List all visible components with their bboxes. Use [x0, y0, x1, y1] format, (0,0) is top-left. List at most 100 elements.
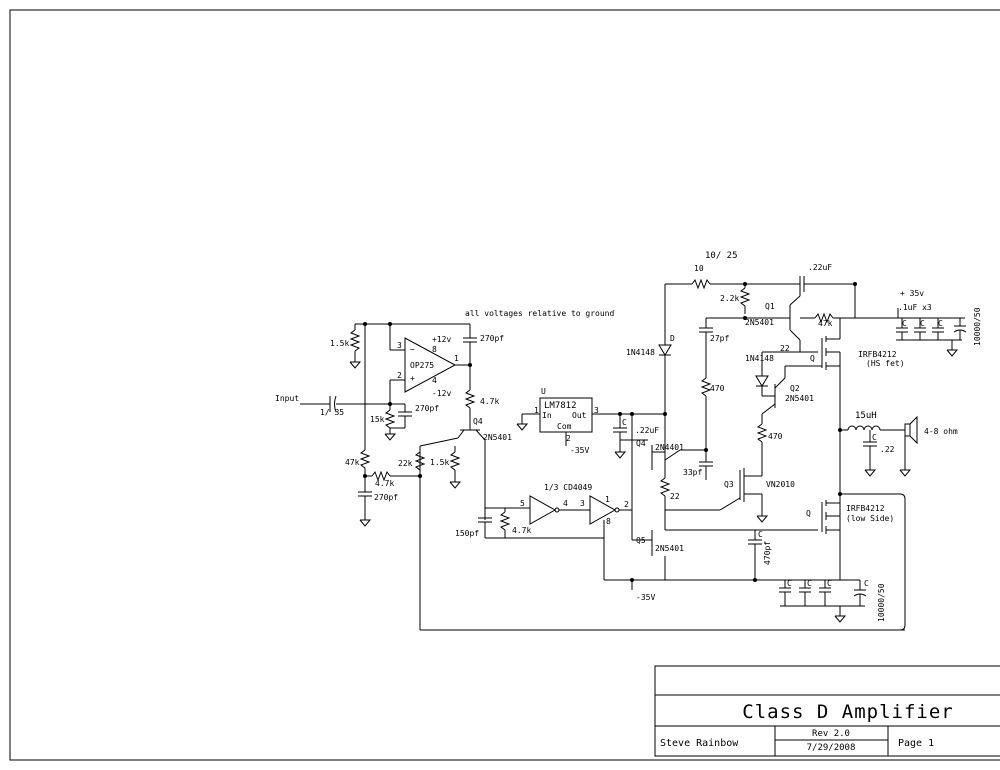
svg-text:VN2010: VN2010: [766, 480, 795, 489]
svg-text:OP275: OP275: [410, 361, 434, 370]
svg-text:C: C: [807, 579, 812, 588]
inductor-15uh: [847, 425, 881, 431]
svg-text:+12v: +12v: [432, 335, 451, 344]
svg-text:C: C: [938, 319, 943, 328]
sheet-border: [9, 9, 1000, 761]
svg-text:Com: Com: [557, 422, 572, 431]
low-side-stage: Q IRFB4212 (low Side): [750, 492, 906, 631]
svg-text:1N4148: 1N4148: [626, 348, 655, 357]
svg-text:15uH: 15uH: [855, 411, 877, 421]
svg-text:27pf: 27pf: [710, 334, 729, 343]
svg-text:10: 10: [694, 264, 704, 273]
negative-rail-caps: C C C C 10000/50: [779, 579, 886, 623]
svg-text:+: +: [410, 374, 415, 383]
inverter-cd4049: 1/3 CD4049 5 4 3 1 2 8 -35V 150pf 4.7k: [455, 483, 860, 602]
svg-text:U: U: [541, 387, 546, 396]
resistor-4-7k: [371, 470, 391, 482]
svg-text:47k: 47k: [818, 319, 833, 328]
resistor-47k: [359, 449, 371, 469]
svg-text:10000/50: 10000/50: [877, 583, 886, 622]
resistor-15k: [384, 409, 396, 429]
svg-text:D: D: [670, 334, 675, 343]
resistor-1-5k: [349, 329, 361, 352]
page-number: Page 1: [898, 738, 934, 749]
svg-text:10/ 25: 10/ 25: [705, 251, 738, 261]
revision: Rev 2.0: [812, 729, 850, 739]
svg-text:2N5401: 2N5401: [483, 433, 512, 442]
svg-text:C: C: [902, 319, 907, 328]
svg-text:22: 22: [670, 492, 680, 501]
svg-text:2: 2: [624, 500, 629, 509]
svg-text:4.7k: 4.7k: [375, 479, 394, 488]
svg-text:Q: Q: [810, 354, 815, 363]
svg-text:C: C: [872, 433, 877, 442]
positive-rail-caps: + 35v .1uF x3 C C C 10000/50: [855, 289, 982, 357]
opamp-op275: [404, 337, 457, 393]
svg-text:IRFB4212: IRFB4212: [846, 504, 885, 513]
drawing-date: 7/29/2008: [807, 743, 856, 753]
svg-text:5: 5: [520, 499, 525, 508]
drawing-title: Class D Amplifier: [742, 701, 953, 723]
svg-text:15k: 15k: [370, 415, 385, 424]
svg-text:.1uF x3: .1uF x3: [898, 303, 932, 312]
svg-text:C: C: [864, 579, 869, 588]
svg-text:C: C: [622, 418, 627, 427]
input-label: Input: [275, 394, 299, 403]
input-stage: Input 1/ 35 1.5k − + OP275 8 4 3 2 1 +12…: [275, 322, 905, 631]
svg-text:LM7812: LM7812: [544, 401, 577, 411]
svg-text:Q2: Q2: [790, 384, 800, 393]
svg-text:Out: Out: [572, 411, 587, 420]
svg-text:1: 1: [605, 495, 610, 504]
svg-text:1: 1: [454, 354, 459, 363]
svg-text:150pf: 150pf: [455, 529, 479, 538]
svg-text:4: 4: [563, 499, 568, 508]
svg-text:−: −: [410, 345, 415, 354]
svg-text:-35V: -35V: [570, 446, 589, 455]
svg-text:470: 470: [768, 432, 783, 441]
svg-text:Q1: Q1: [765, 302, 775, 311]
resistor-10: [691, 278, 711, 290]
svg-text:4: 4: [432, 376, 437, 385]
high-side-stage: 10/ 25 10 .22uF 2.2k Q1 2N5401 47k 22: [665, 251, 905, 582]
svg-text:2N5401: 2N5401: [785, 394, 814, 403]
svg-text:3: 3: [594, 406, 599, 415]
svg-text:3: 3: [580, 499, 585, 508]
svg-text:22k: 22k: [398, 459, 413, 468]
svg-text:.22uF: .22uF: [808, 263, 832, 272]
svg-text:C: C: [787, 579, 792, 588]
svg-text:Q: Q: [806, 509, 811, 518]
svg-text:1N4148: 1N4148: [745, 354, 774, 363]
resistor-22k: [414, 451, 426, 471]
svg-text:8: 8: [432, 345, 437, 354]
svg-text:C: C: [827, 579, 832, 588]
title-block: Class D Amplifier Steve Rainbow Rev 2.0 …: [654, 665, 1000, 757]
svg-text:270pf: 270pf: [415, 404, 439, 413]
svg-text:Q4: Q4: [636, 439, 646, 448]
svg-text:Q4: Q4: [473, 417, 483, 426]
svg-text:-35V: -35V: [636, 593, 655, 602]
svg-text:-12v: -12v: [432, 389, 451, 398]
speaker-icon: [904, 423, 911, 437]
svg-text:+ 35v: + 35v: [900, 289, 924, 298]
svg-text:1: 1: [534, 406, 539, 415]
svg-text:2N4401: 2N4401: [655, 443, 684, 452]
svg-text:(low Side): (low Side): [846, 514, 894, 523]
svg-text:3: 3: [397, 341, 402, 350]
svg-text:.22uF: .22uF: [635, 426, 659, 435]
svg-text:4.7k: 4.7k: [512, 526, 531, 535]
svg-text:C: C: [920, 319, 925, 328]
resistor-1-5k-mid: [449, 451, 461, 471]
svg-text:33pf: 33pf: [683, 468, 702, 477]
svg-text:4-8 ohm: 4-8 ohm: [924, 427, 958, 436]
svg-text:(HS fet): (HS fet): [866, 359, 905, 368]
svg-text:270pf: 270pf: [374, 493, 398, 502]
svg-text:4.7k: 4.7k: [480, 397, 499, 406]
svg-text:2N5401: 2N5401: [655, 544, 684, 553]
svg-text:2: 2: [566, 434, 571, 443]
svg-text:2N5401: 2N5401: [745, 318, 774, 327]
svg-text:2: 2: [397, 371, 402, 380]
svg-text:470: 470: [710, 384, 725, 393]
svg-text:10000/50: 10000/50: [973, 307, 982, 346]
svg-text:Q3: Q3: [724, 480, 734, 489]
